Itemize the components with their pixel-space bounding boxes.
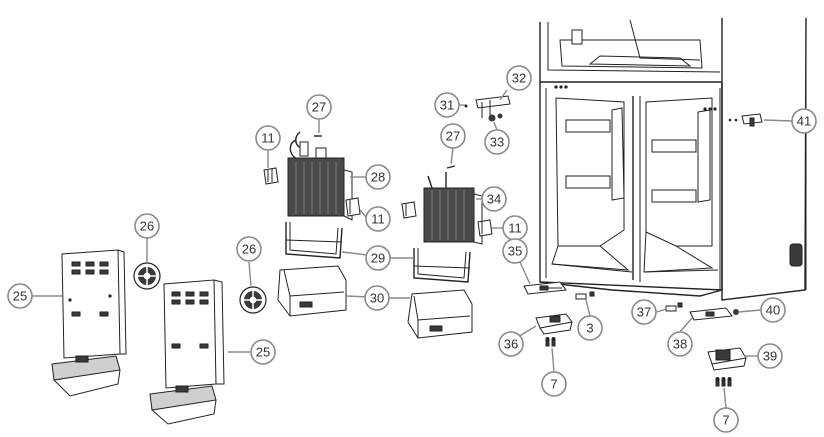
lower-hinge-right (689, 307, 739, 321)
callout-36: 36 (498, 331, 524, 357)
back-panel-left (51, 249, 127, 397)
fan-left (133, 262, 161, 290)
refrigerator-cabinet (539, 17, 807, 301)
callout-label: 32 (512, 71, 526, 86)
callout-label: 39 (763, 349, 777, 364)
callout-7a: 7 (541, 371, 567, 397)
callout-33: 33 (484, 129, 510, 155)
callout-41: 41 (791, 108, 817, 134)
callout-label: 11 (371, 212, 385, 227)
heater-right (413, 248, 471, 283)
callout-11a: 11 (255, 125, 281, 151)
callout-32: 32 (506, 65, 532, 91)
fan-right (239, 286, 267, 314)
screws-left (545, 337, 556, 347)
callout-37: 37 (631, 299, 657, 325)
callout-label: 36 (504, 337, 518, 352)
callout-27a: 27 (306, 94, 332, 120)
callout-label: 27 (446, 129, 460, 144)
callout-label: 38 (673, 337, 687, 352)
clip-4 (477, 219, 493, 237)
callout-label: 7 (722, 413, 729, 428)
callout-30: 30 (364, 285, 390, 311)
callout-label: 26 (242, 242, 256, 257)
callout-label: 40 (766, 303, 780, 318)
evaporator-right (423, 172, 483, 245)
callout-label: 34 (487, 192, 501, 207)
callout-29: 29 (365, 245, 391, 271)
callout-25a: 25 (7, 283, 33, 309)
drain-pan-right (407, 289, 473, 339)
callout-34: 34 (481, 186, 507, 212)
callout-26a: 26 (134, 213, 160, 239)
callout-3: 3 (577, 315, 603, 341)
callout-label: 28 (371, 170, 385, 185)
callout-label: 27 (312, 100, 326, 115)
hinge-part (728, 113, 763, 127)
part-3 (575, 291, 595, 300)
clip-2 (345, 197, 361, 217)
callout-25b: 25 (250, 339, 276, 365)
callout-label: 25 (13, 289, 27, 304)
hinge-bracket-39 (707, 347, 747, 371)
callout-label: 41 (797, 114, 811, 129)
callout-label: 26 (140, 219, 154, 234)
part-37 (665, 302, 683, 312)
pin-right (446, 165, 456, 169)
callout-label: 29 (371, 251, 385, 266)
callout-7b: 7 (713, 407, 739, 433)
callout-label: 31 (440, 98, 454, 113)
callout-11c: 11 (502, 215, 528, 241)
hinge-bracket-36 (535, 313, 573, 335)
callout-35: 35 (502, 238, 528, 264)
clip-3 (401, 201, 417, 219)
clip-1 (263, 167, 279, 185)
callout-40: 40 (760, 297, 786, 323)
callout-26b: 26 (236, 236, 262, 262)
drain-pan-left (277, 265, 347, 317)
callout-39: 39 (757, 343, 783, 369)
callout-label: 37 (637, 305, 651, 320)
back-panel-right (149, 279, 225, 425)
callout-label: 33 (490, 135, 504, 150)
callout-11b: 11 (365, 206, 391, 232)
lower-hinge-left (523, 281, 567, 295)
callout-label: 35 (508, 244, 522, 259)
callout-label: 11 (508, 221, 522, 236)
callout-38: 38 (667, 331, 693, 357)
callout-label: 25 (256, 345, 270, 360)
leader-lines (31, 89, 793, 409)
callout-31: 31 (434, 92, 460, 118)
screws-right (715, 377, 732, 387)
callout-27b: 27 (440, 123, 466, 149)
evaporator-left (287, 131, 353, 221)
callout-label: 3 (586, 321, 593, 336)
callout-label: 30 (370, 291, 384, 306)
damper-assembly (464, 95, 511, 122)
callout-28: 28 (365, 164, 391, 190)
callout-label: 11 (261, 131, 275, 146)
heater-left (285, 222, 343, 259)
callout-label: 7 (550, 377, 557, 392)
